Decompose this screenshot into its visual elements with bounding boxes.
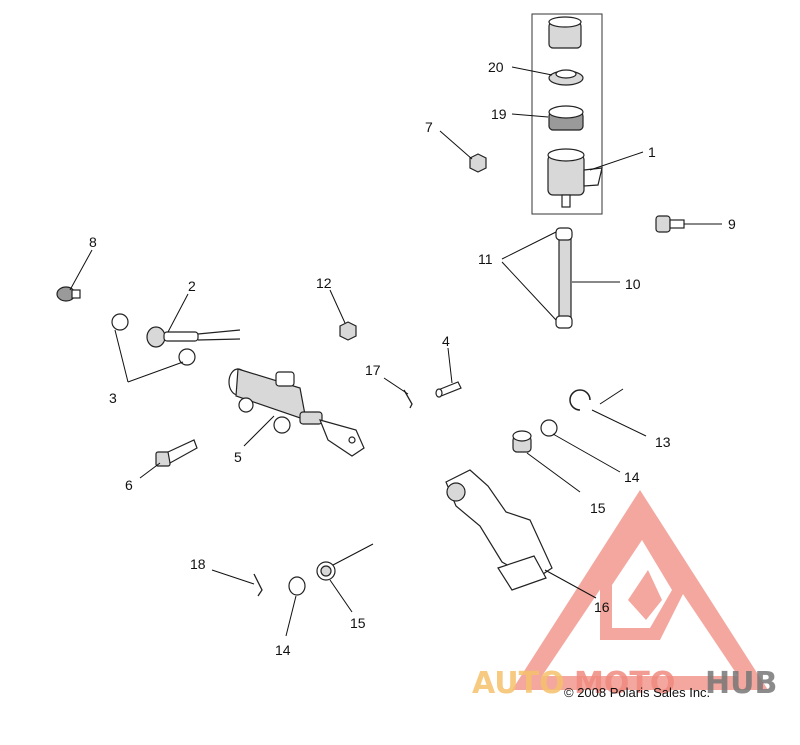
callout-9: 9 [728, 216, 736, 232]
spring-13 [569, 389, 591, 411]
bushing-15a [512, 430, 532, 453]
bolt-6 [155, 439, 198, 467]
callout-14b: 14 [275, 642, 291, 658]
nut-12 [339, 321, 357, 341]
callout-15b: 15 [350, 615, 366, 631]
callout-16: 16 [594, 599, 610, 615]
callout-18: 18 [190, 556, 206, 572]
callout-10: 10 [625, 276, 641, 292]
callout-2: 2 [188, 278, 196, 294]
callout-17: 17 [365, 362, 381, 378]
hose-10 [555, 227, 573, 329]
copyright-notice: © 2008 Polaris Sales Inc. [564, 685, 710, 700]
cotter-pin-17 [403, 389, 413, 409]
callout-12: 12 [316, 275, 332, 291]
svg-text:HUB: HUB [705, 666, 777, 701]
master-cylinder-5 [228, 368, 365, 457]
callout-7: 7 [425, 119, 433, 135]
leader-lines [69, 66, 722, 637]
callout-11: 11 [478, 251, 493, 267]
callout-20: 20 [488, 59, 504, 75]
nut-7 [469, 153, 487, 173]
svg-text:MOTO: MOTO [574, 666, 675, 701]
washer-14b [288, 576, 306, 596]
washer-3a [111, 313, 129, 331]
callout-6: 6 [125, 477, 133, 493]
bolt-9 [655, 215, 685, 233]
watermark-text: AUTO MOTO HUB [472, 666, 777, 701]
reservoir-assembly [531, 13, 603, 215]
callout-14a: 14 [624, 469, 640, 485]
brake-pedal-16 [445, 469, 553, 591]
washer-3b [178, 348, 196, 366]
watermark-logo [512, 490, 768, 690]
banjo-line-2 [146, 326, 241, 348]
svg-text:AUTO: AUTO [472, 666, 565, 701]
bleeder-8 [56, 286, 81, 302]
callout-15a: 15 [590, 500, 606, 516]
callout-5: 5 [234, 449, 242, 465]
callout-labels: 20 19 7 1 9 11 10 8 2 12 4 17 3 13 5 14 … [89, 59, 736, 658]
callout-19: 19 [491, 106, 507, 122]
callout-8: 8 [89, 234, 97, 250]
callout-13: 13 [655, 434, 671, 450]
callout-3: 3 [109, 390, 117, 406]
washer-14a [540, 419, 558, 437]
clevis-pin-4 [435, 381, 462, 398]
bushing-15b [316, 561, 336, 581]
callout-1: 1 [648, 144, 656, 160]
callout-4: 4 [442, 333, 450, 349]
cotter-pin-18 [253, 573, 263, 597]
